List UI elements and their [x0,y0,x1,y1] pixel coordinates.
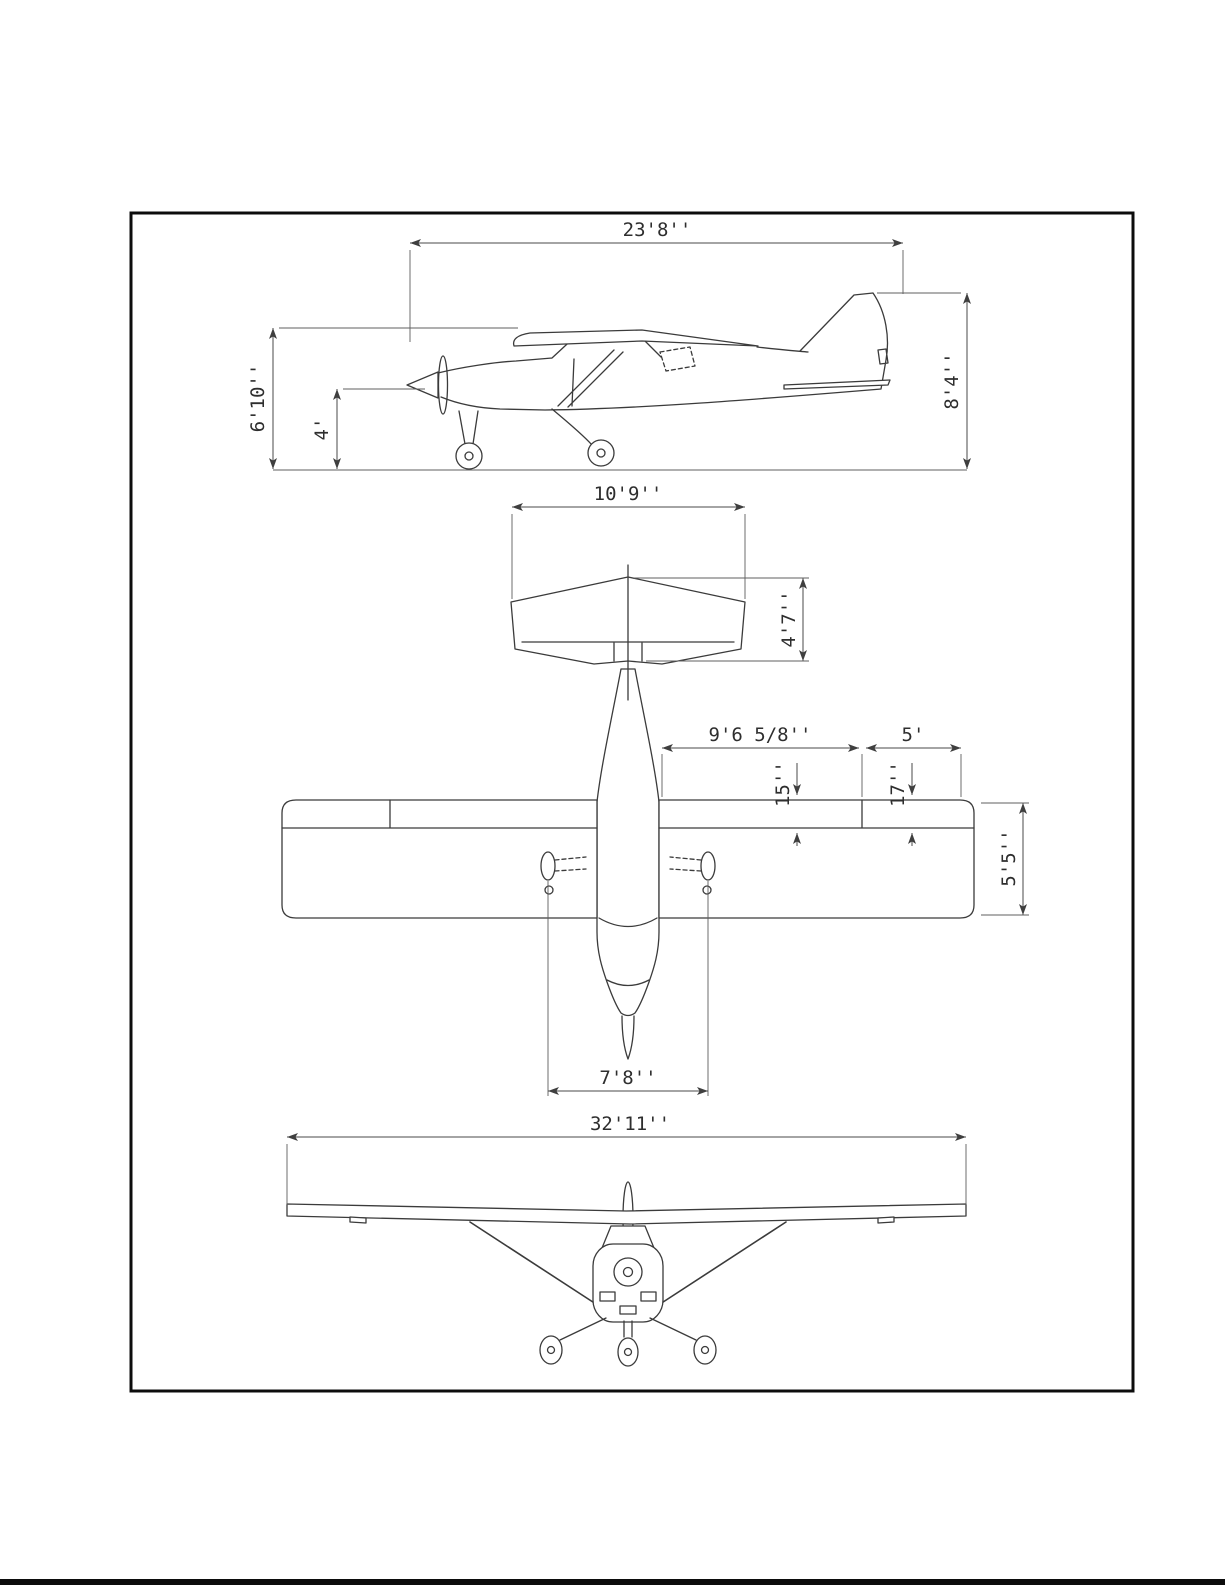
dim-label-overall-length: 23'8'' [623,219,692,241]
dim-label-prop-hub-height: 4' [311,418,333,441]
dim-label-gear-track: 7'8'' [599,1067,656,1089]
dim-label-wing-chord: 5'5'' [998,829,1020,886]
dim-label-wing-height: 6'10'' [247,364,269,433]
dim-overall-length: 23'8'' [409,219,904,342]
dim-extension-lines [409,250,904,342]
front-left-main-wheel [539,1335,563,1365]
dim-aileron-span: 5' [661,724,962,797]
front-right-wheel-hub [700,1345,710,1355]
front-prop-hub [622,1266,634,1278]
side-view [273,292,967,471]
top-gear-dashed-lines [554,856,702,872]
front-left-wheel-hub [546,1345,556,1355]
scan-edge-artifact [0,1579,1225,1585]
drawing-border [129,211,1135,1393]
front-aileron-tabs [349,1216,895,1224]
top-view [281,564,975,1060]
dim-label-flap-chord: 15'' [772,761,794,807]
dim-gear-track: 7'8'' [547,881,709,1096]
side-nose-wheel-hub [464,451,474,461]
side-wing-struts [557,349,624,408]
top-right-gear-detail [702,885,712,895]
dim-label-aileron-chord: 17'' [887,761,909,807]
front-nose-wheel [617,1337,639,1367]
side-nose-wheel [455,442,483,470]
top-wing-panel-lines [281,799,975,829]
dim-stabilizer-chord: 4'7'' [634,577,809,662]
top-left-gear-detail [544,885,554,895]
dim-prop-hub-height: 4' [311,388,425,469]
dim-label-stabilizer-chord: 4'7'' [778,590,800,647]
dim-label-aileron-span: 5' [902,724,925,746]
top-left-wing [281,799,598,919]
side-main-wheel-hub [596,448,606,458]
side-horizontal-stabilizer [783,379,891,390]
dim-flap-chord: 15'' [772,761,801,846]
front-wing-struts [469,1221,787,1307]
side-gear-legs [458,408,593,446]
side-fuselage-outline [437,292,889,411]
dim-extension-lines [661,754,962,797]
dim-wing-span: 32'11'' [286,1113,967,1205]
top-fuselage-outline [596,668,660,1060]
dim-label-flap-span: 9'6 5/8'' [709,724,812,746]
dim-extension-lines [511,514,746,599]
front-nose-wheel-hub [623,1347,633,1357]
dim-extension-lines [981,802,1029,916]
front-right-main-wheel [693,1335,717,1365]
dim-label-tail-height: 8'4'' [941,352,963,409]
dim-wing-chord: 5'5'' [981,802,1029,916]
dim-extension-lines [286,1144,967,1205]
dim-stabilizer-span: 10'9'' [511,483,746,599]
front-spinner [613,1257,643,1287]
dim-extension-lines [634,577,809,662]
side-main-wheel [587,439,615,467]
dim-aileron-chord: 17'' [887,761,916,846]
top-stabilizer-lines [521,564,735,701]
side-propeller-blade [437,355,449,415]
dim-tail-height: 8'4'' [877,292,971,469]
top-left-main-wheel [540,851,556,881]
side-spinner [406,371,439,399]
dim-flap-span: 9'6 5/8'' [662,724,859,752]
front-cowl-intakes [599,1291,657,1315]
front-wing [286,1203,967,1225]
dim-wing-height: 6'10'' [247,327,518,469]
dim-extension-lines [547,881,709,1096]
side-rear-window-dashed [659,346,696,372]
dim-label-wing-span: 32'11'' [590,1113,670,1135]
side-wing [512,329,759,347]
top-right-wing [658,799,975,919]
front-view [286,1181,967,1367]
dim-label-stabilizer-span: 10'9'' [594,483,663,505]
top-right-main-wheel [700,851,716,881]
front-gear-legs [559,1317,697,1341]
